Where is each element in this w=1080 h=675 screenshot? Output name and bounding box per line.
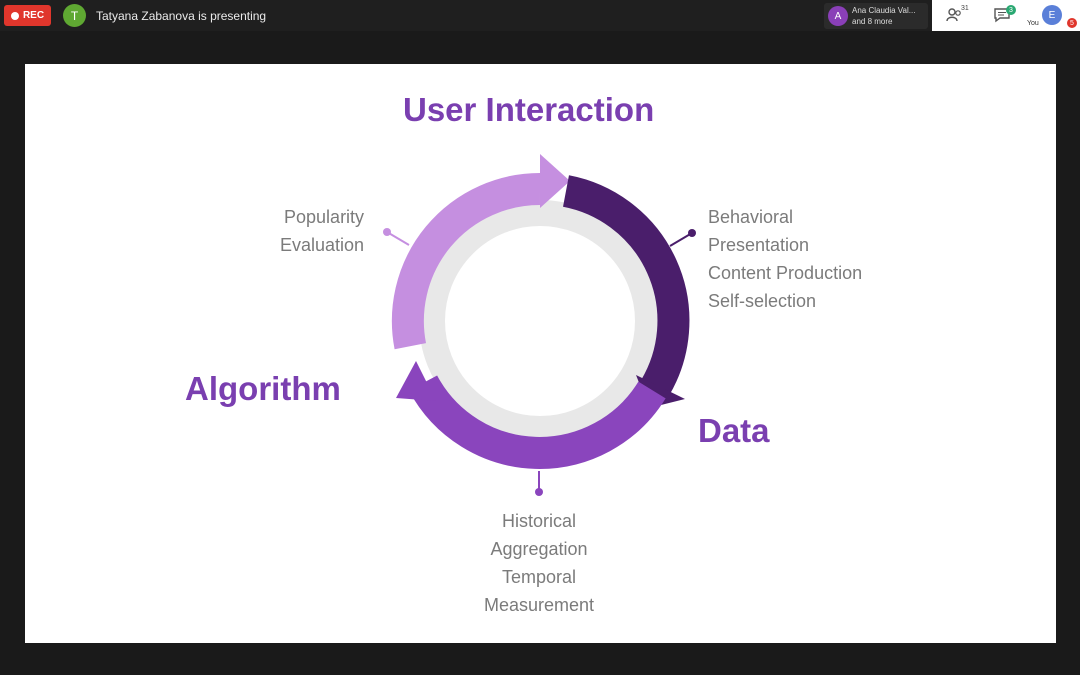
arrow-head-algorithm-icon	[396, 361, 436, 401]
arc-algorithm-to-user	[391, 172, 541, 350]
popularity-list: Popularity Evaluation	[280, 203, 364, 259]
list-item: Evaluation	[280, 235, 365, 255]
list-item: Popularity	[284, 207, 365, 227]
shared-slide: User Interaction Algorithm Data Populari…	[25, 64, 1056, 643]
arc-data-to-algorithm	[408, 375, 666, 469]
cycle-diagram	[383, 154, 696, 496]
connector-dot-behavioral	[688, 229, 696, 237]
behavioral-list: Behavioral Presentation Content Producti…	[708, 203, 862, 315]
chat-badge: 3	[1006, 5, 1016, 15]
people-count: 31	[961, 5, 969, 12]
title-algorithm: Algorithm	[185, 370, 341, 407]
arc-user-to-data	[562, 175, 690, 397]
presenter-avatar: T	[63, 4, 86, 27]
connector-behavioral	[669, 232, 693, 247]
list-item: Content Production	[708, 263, 863, 283]
meeting-topbar: REC T Tatyana Zabanova is presenting A A…	[0, 0, 1080, 31]
participants-more: and 8 more	[852, 17, 893, 26]
participants-names: Ana Claudia Val...	[852, 6, 916, 15]
connector-dot-historical	[535, 488, 543, 496]
self-label: You	[1027, 20, 1039, 27]
list-item: Behavioral	[708, 207, 794, 227]
self-avatar[interactable]: E	[1042, 5, 1062, 25]
connector-popularity	[386, 231, 410, 246]
inner-ring	[419, 200, 661, 442]
historical-list: Historical Aggregation Temporal Measurem…	[459, 507, 619, 619]
rec-label: REC	[22, 10, 45, 21]
arrow-head-user-icon	[540, 154, 570, 208]
record-dot-icon	[10, 11, 19, 20]
list-item: Aggregation	[490, 539, 588, 559]
list-item: Presentation	[708, 235, 810, 255]
title-user-interaction: User Interaction	[403, 91, 655, 128]
list-item: Temporal	[501, 567, 577, 587]
list-item: Self-selection	[708, 291, 817, 311]
list-item: Measurement	[483, 595, 595, 615]
participant-avatar: A	[828, 6, 848, 26]
list-item: Historical	[501, 511, 576, 531]
participants-chip[interactable]: A Ana Claudia Val... and 8 more	[824, 3, 928, 29]
connector-dot-popularity	[383, 228, 391, 236]
presenting-status: Tatyana Zabanova is presenting	[96, 9, 267, 23]
self-badge: 5	[1067, 18, 1077, 28]
recording-indicator[interactable]: REC	[4, 5, 51, 26]
people-icon[interactable]	[946, 7, 964, 23]
title-data: Data	[698, 412, 770, 449]
